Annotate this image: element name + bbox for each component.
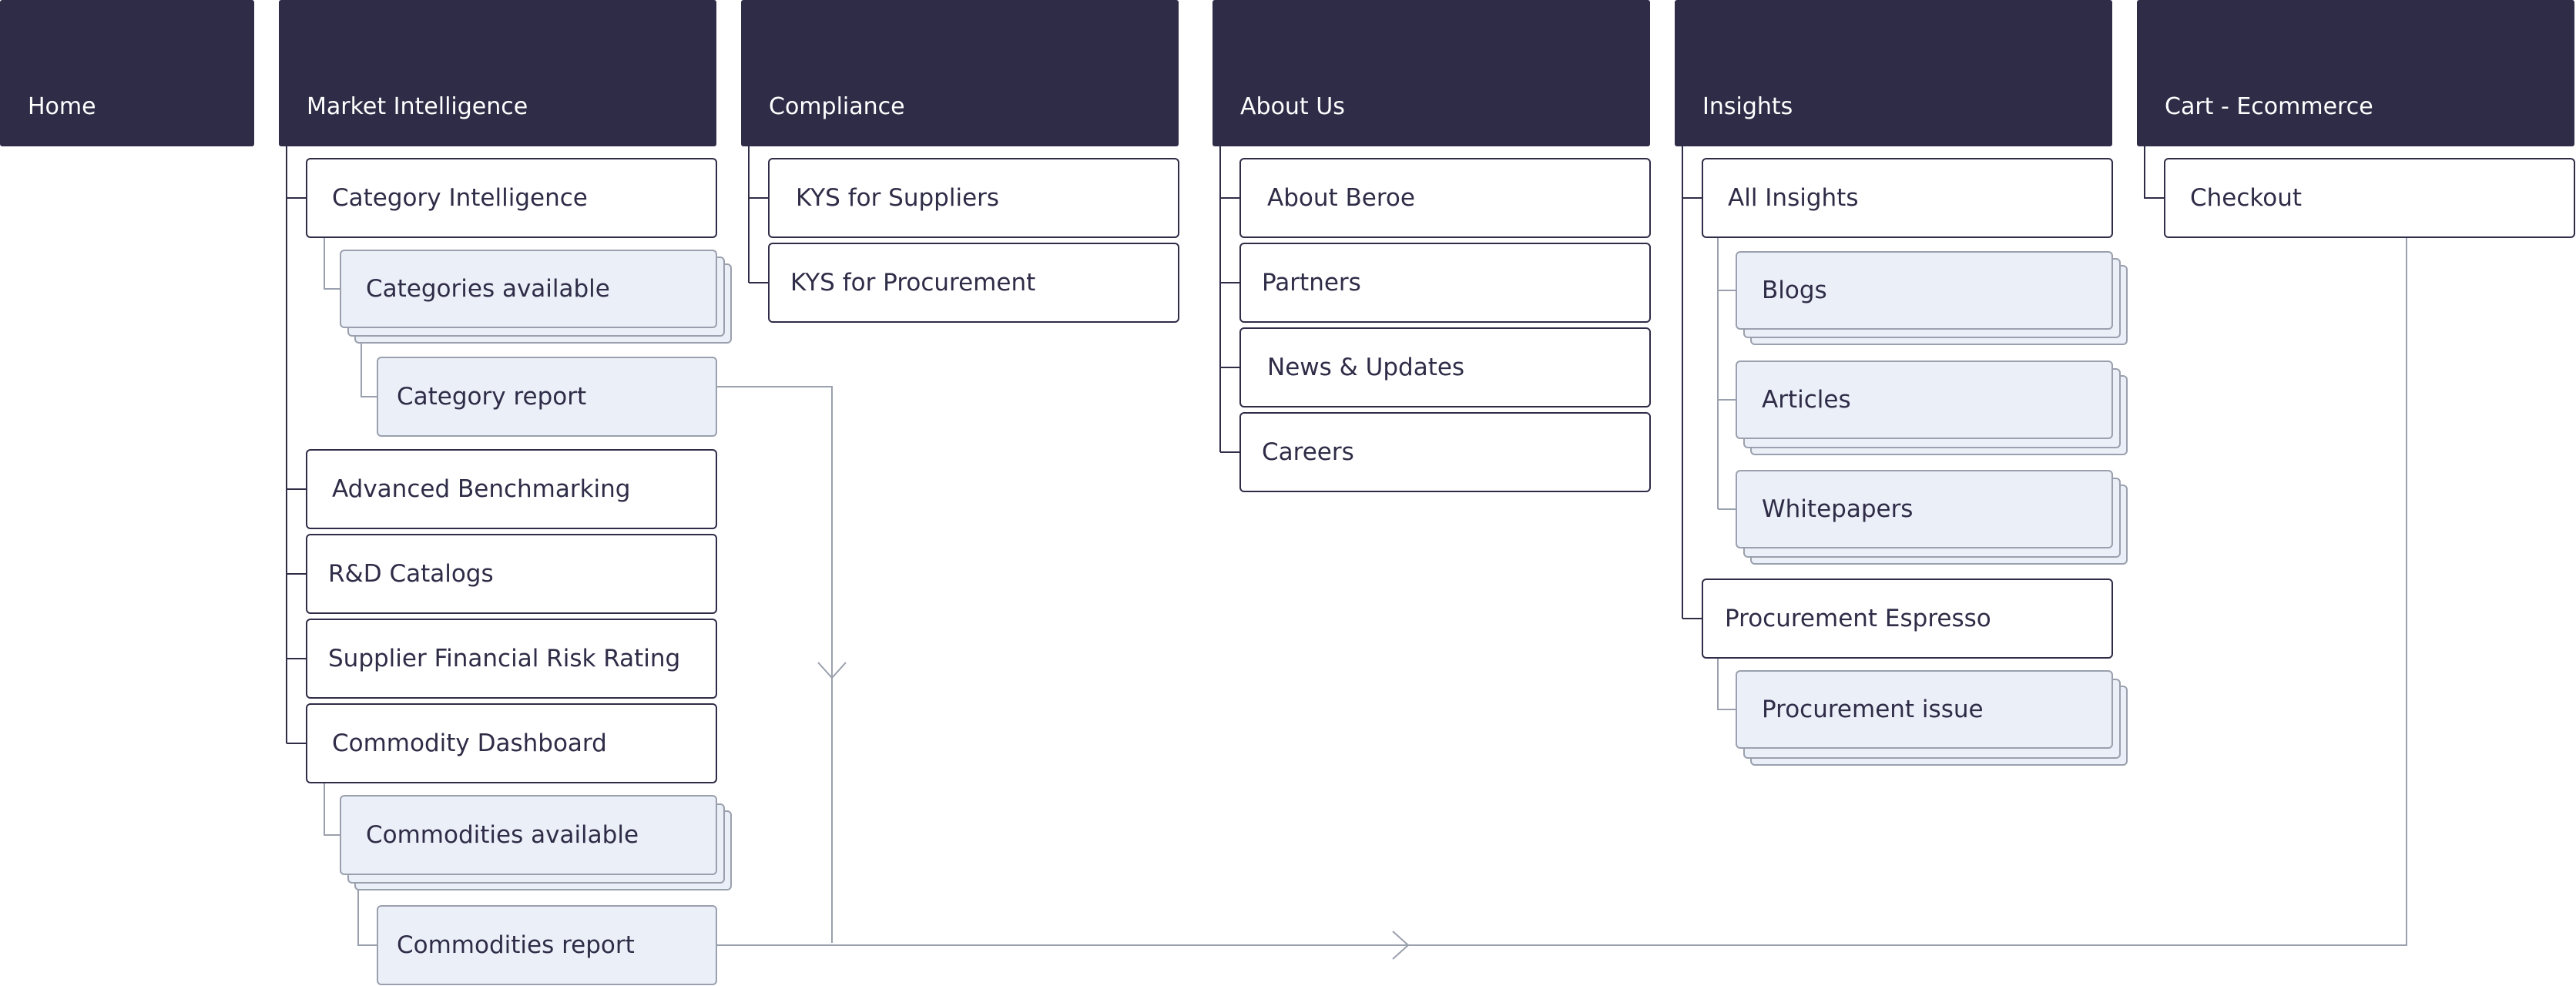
branch-connector bbox=[2144, 146, 2164, 199]
child-connector bbox=[324, 783, 340, 836]
page-commodities-report: Commodities report bbox=[377, 905, 717, 985]
page-careers: Careers bbox=[1239, 412, 1651, 492]
page-kys-for-suppliers: KYS for Suppliers bbox=[768, 158, 1179, 238]
page-stack-categories-available: Categories available bbox=[340, 250, 717, 328]
page-supplier-financial-risk-rating: Supplier Financial Risk Rating bbox=[306, 619, 717, 699]
page-news-updates: News & Updates bbox=[1239, 327, 1651, 407]
page-stack-whitepapers: Whitepapers bbox=[1736, 470, 2113, 548]
flow-connector bbox=[717, 386, 833, 943]
child-connector bbox=[1717, 659, 1736, 710]
section-title: Market Intelligence bbox=[307, 93, 528, 120]
page-stack-procurement-issue: Procurement issue bbox=[1736, 670, 2113, 749]
page-stack-commodities-available: Commodities available bbox=[340, 795, 717, 875]
page-advanced-benchmarking: Advanced Benchmarking bbox=[306, 449, 717, 529]
page-stack-blogs: Blogs bbox=[1736, 251, 2113, 330]
page-partners: Partners bbox=[1239, 243, 1651, 323]
section-header-market-intelligence: Market Intelligence bbox=[279, 0, 716, 146]
page-commodity-dashboard: Commodity Dashboard bbox=[306, 703, 717, 783]
child-connector bbox=[324, 238, 340, 290]
page-checkout: Checkout bbox=[2164, 158, 2575, 238]
section-header-insights: Insights bbox=[1675, 0, 2112, 146]
page-procurement-espresso: Procurement Espresso bbox=[1702, 579, 2113, 659]
child-connector bbox=[361, 337, 377, 397]
section-title: Compliance bbox=[769, 93, 905, 120]
section-title: Home bbox=[28, 93, 96, 120]
page-category-report: Category report bbox=[377, 357, 717, 437]
child-connector bbox=[357, 884, 377, 946]
page-about-beroe: About Beroe bbox=[1239, 158, 1651, 238]
page-rd-catalogs: R&D Catalogs bbox=[306, 534, 717, 614]
flow-connector bbox=[717, 238, 2407, 946]
section-header-about-us: About Us bbox=[1213, 0, 1650, 146]
section-header-cart-ecommerce: Cart - Ecommerce bbox=[2137, 0, 2574, 146]
page-stack-articles: Articles bbox=[1736, 361, 2113, 439]
section-title: Cart - Ecommerce bbox=[2165, 93, 2373, 120]
section-title: About Us bbox=[1240, 93, 1345, 120]
flow-arrowhead bbox=[1392, 931, 1410, 960]
page-all-insights: All Insights bbox=[1702, 158, 2113, 238]
section-header-home: Home bbox=[0, 0, 254, 146]
page-kys-for-procurement: KYS for Procurement bbox=[768, 243, 1179, 323]
page-category-intelligence: Category Intelligence bbox=[306, 158, 717, 238]
flow-arrowhead bbox=[817, 662, 847, 679]
section-header-compliance: Compliance bbox=[741, 0, 1179, 146]
section-title: Insights bbox=[1702, 93, 1793, 120]
